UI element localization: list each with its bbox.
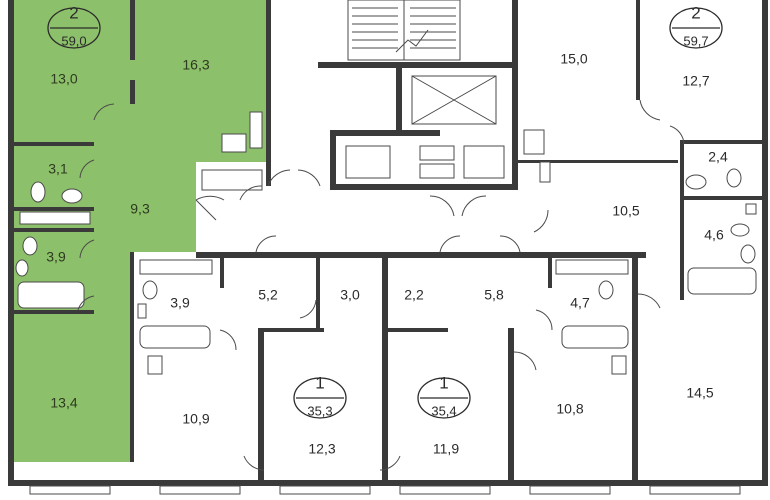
- room-area: 15,0: [560, 51, 587, 67]
- apartment-badge[interactable]: 2 59,0: [47, 3, 101, 49]
- badge-rooms: 1: [439, 373, 448, 392]
- room-area: 10,8: [556, 401, 583, 417]
- room-area: 2,2: [404, 287, 424, 303]
- apartment-badge[interactable]: 2 59,7: [669, 3, 723, 49]
- badge-rooms: 2: [691, 3, 700, 22]
- windows: [29, 485, 741, 495]
- badge-rooms: 1: [315, 373, 324, 392]
- room-area: 13,4: [50, 395, 77, 411]
- room-area: 16,3: [182, 57, 209, 73]
- room-area: 12,3: [308, 441, 335, 457]
- room-area: 9,3: [130, 201, 150, 217]
- apartment-badge[interactable]: 1 35,3: [293, 373, 347, 419]
- room-area: 12,7: [682, 73, 709, 89]
- room-area: 10,5: [612, 203, 639, 219]
- badge-rooms: 2: [69, 3, 78, 22]
- room-area: 4,7: [570, 295, 590, 311]
- elevator: [411, 75, 497, 125]
- utility-shafts: [201, 145, 505, 191]
- doors: [77, 99, 685, 471]
- room-area: 4,6: [704, 227, 724, 243]
- room-labels: 13,0 16,3 3,1 9,3 3,9 13,4 15,0 12,7 2,4…: [46, 51, 728, 457]
- room-area: 5,2: [258, 287, 278, 303]
- badge-area: 59,7: [683, 33, 708, 48]
- badge-area: 35,3: [307, 403, 332, 418]
- room-area: 13,0: [50, 71, 77, 87]
- bathroom-fixtures: [15, 111, 757, 375]
- room-area: 11,9: [433, 441, 459, 457]
- room-area: 5,8: [484, 287, 504, 303]
- staircase: [347, 0, 461, 61]
- badge-area: 59,0: [61, 33, 86, 48]
- room-area: 3,0: [340, 287, 360, 303]
- apartment-badge[interactable]: 1 35,4: [417, 373, 471, 419]
- room-area: 2,4: [708, 149, 728, 165]
- room-area: 3,9: [46, 249, 66, 265]
- room-area: 3,1: [48, 161, 68, 177]
- walls: [8, 0, 768, 486]
- room-area: 3,9: [170, 295, 190, 311]
- selected-apartment[interactable]: [14, 0, 268, 462]
- selected-apartment-fill: [14, 0, 268, 462]
- badge-area: 35,4: [431, 403, 456, 418]
- room-area: 10,9: [182, 411, 209, 427]
- room-area: 14,5: [686, 385, 713, 401]
